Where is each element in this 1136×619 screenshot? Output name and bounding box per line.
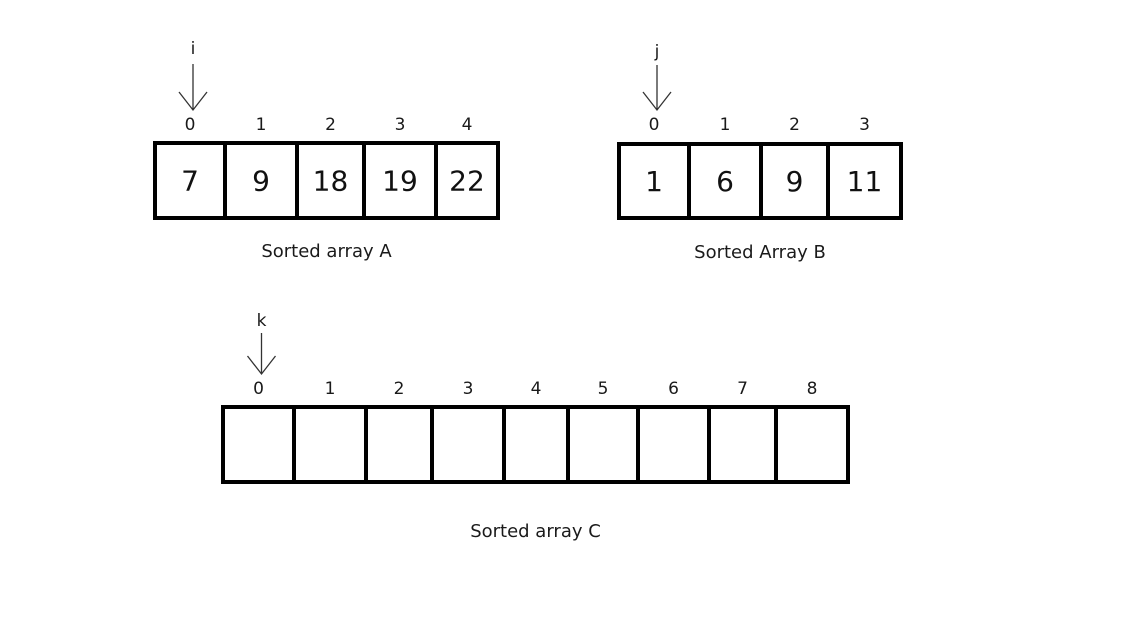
array-c-index-label: 6 [668, 379, 679, 399]
array-b-index-label: 0 [649, 115, 660, 135]
array-c-frame [221, 405, 850, 484]
array-a-cell-value: 19 [382, 165, 418, 198]
array-a-index-label: 2 [325, 115, 336, 135]
array-c-caption: Sorted array C [470, 521, 601, 542]
pointer-i-arrow-icon [178, 64, 208, 112]
array-a-cell-value: 9 [252, 165, 270, 198]
pointer-k-arrow-icon [246, 333, 277, 376]
array-b-cell-value: 1 [645, 165, 663, 198]
array-a-cell-value: 22 [449, 165, 485, 198]
array-b-index-label: 3 [859, 115, 870, 135]
array-a-caption: Sorted array A [261, 241, 392, 262]
array-b-cell-value: 6 [716, 165, 734, 198]
array-a-index-label: 1 [256, 115, 267, 135]
array-c-index-label: 4 [531, 379, 542, 399]
array-a-frame [153, 141, 500, 220]
array-a-cell-value: 7 [181, 165, 199, 198]
array-c-index-label: 8 [807, 379, 818, 399]
array-b-index-label: 1 [720, 115, 731, 135]
array-c-index-label: 3 [463, 379, 474, 399]
array-a-index-label: 3 [395, 115, 406, 135]
array-b-index-label: 2 [789, 115, 800, 135]
array-a-cell-value: 18 [313, 165, 349, 198]
array-b-cell-value: 11 [847, 165, 883, 198]
array-c-index-label: 7 [737, 379, 748, 399]
array-c-index-label: 1 [325, 379, 336, 399]
pointer-j-label: j [654, 42, 660, 62]
array-b-caption: Sorted Array B [694, 242, 826, 263]
array-c-index-label: 2 [394, 379, 405, 399]
array-a-index-label: 0 [185, 115, 196, 135]
array-a-index-label: 4 [462, 115, 473, 135]
pointer-k-label: k [257, 311, 267, 331]
array-c-index-label: 5 [598, 379, 609, 399]
array-c-index-label: 0 [253, 379, 264, 399]
pointer-j-arrow-icon [642, 65, 672, 112]
array-b-cell-value: 9 [786, 165, 804, 198]
pointer-i-label: i [191, 39, 196, 59]
